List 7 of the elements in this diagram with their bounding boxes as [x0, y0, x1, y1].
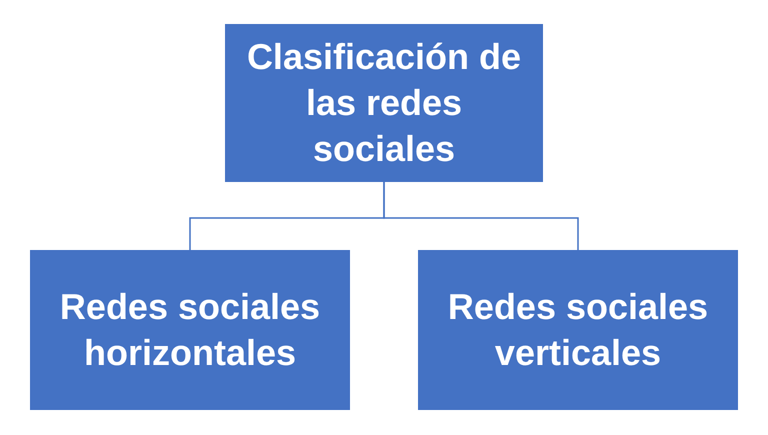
connector-line	[383, 182, 579, 250]
box-text: Redes sociales horizontales	[58, 285, 322, 375]
category-box	[30, 250, 350, 410]
category-box	[225, 24, 543, 182]
box-text: Redes sociales verticales	[446, 285, 710, 375]
category-box	[418, 250, 738, 410]
box-text: Clasificación de las redes sociales	[246, 35, 522, 171]
